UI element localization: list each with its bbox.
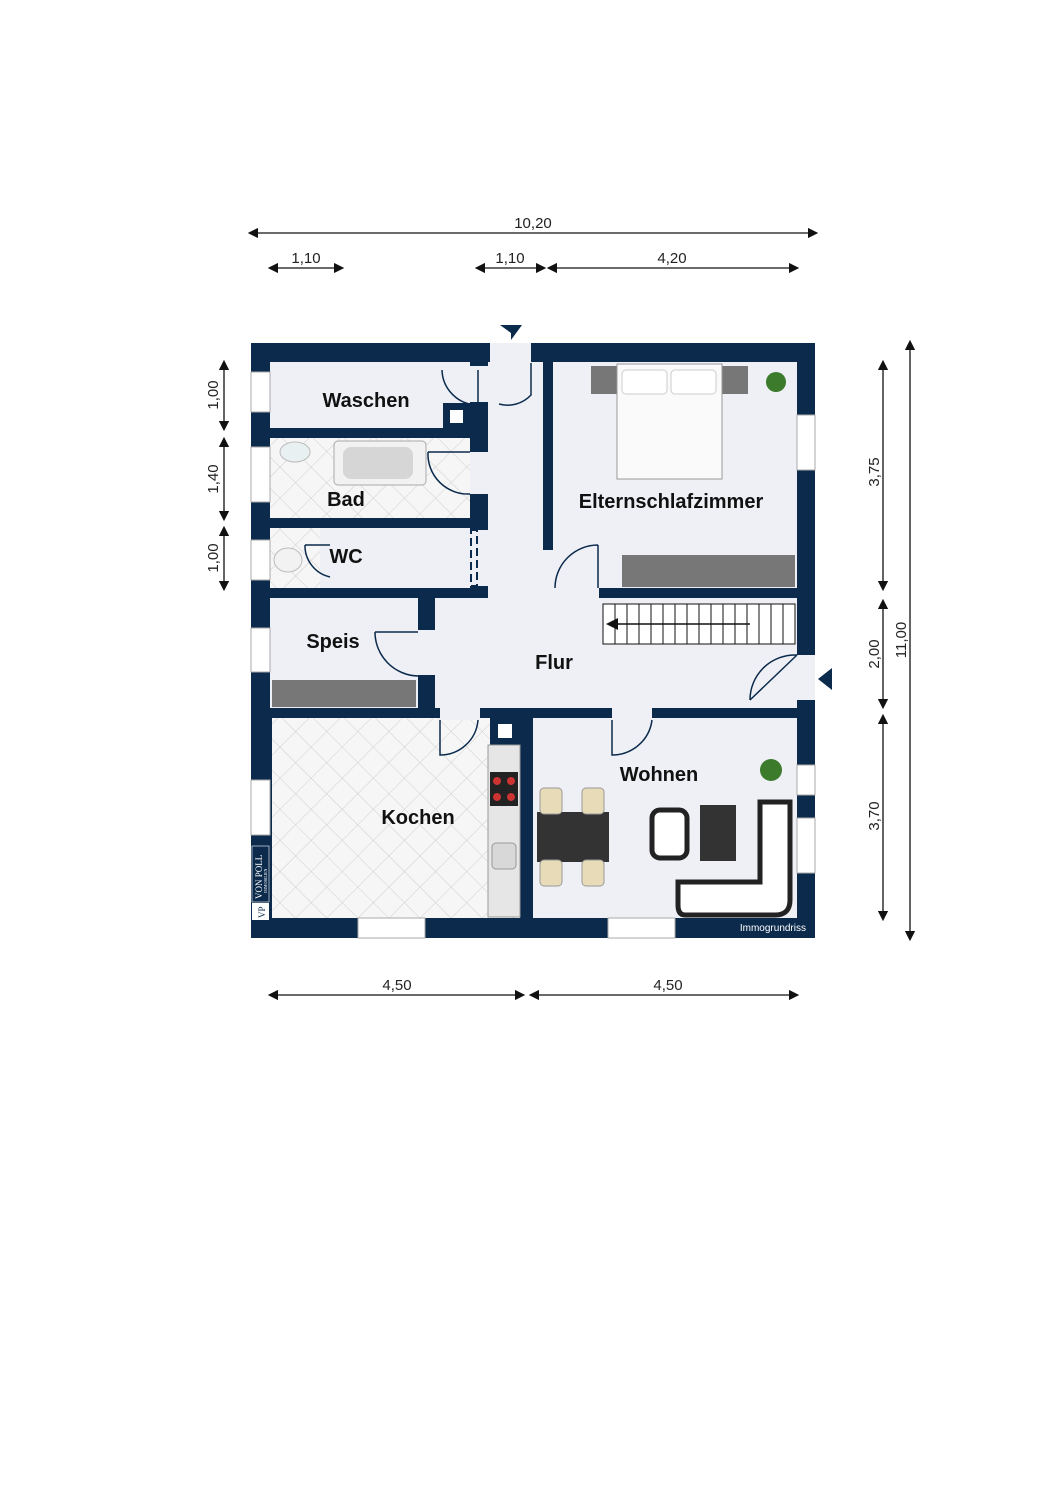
logo-mark: VP — [257, 906, 267, 918]
bathtub-inner — [343, 447, 413, 479]
dimension-labels: 10,20 1,10 1,10 4,20 1,00 1,40 1,00 3,75… — [205, 215, 910, 994]
room-label-kochen: Kochen — [381, 807, 454, 829]
dim-left-c: 1,00 — [205, 543, 222, 572]
nightstand-right — [720, 366, 748, 394]
door-swing-entrance — [498, 363, 532, 406]
window — [250, 539, 271, 581]
toilet-icon — [273, 547, 303, 573]
logo-mark-box — [252, 903, 269, 920]
room-label-wohnen: Wohnen — [620, 764, 699, 786]
wardrobe-speis — [272, 680, 416, 707]
window — [250, 627, 271, 673]
window — [796, 817, 816, 874]
room-label-elternschlafzimmer: Elternschlafzimmer — [579, 491, 764, 513]
sink-icon — [491, 842, 517, 870]
window — [796, 414, 816, 471]
logo-name: VON POLL — [254, 855, 264, 899]
door-swing-eltern — [554, 544, 599, 589]
floor-flur-gap — [543, 588, 599, 600]
dim-right-c: 3,70 — [866, 801, 883, 830]
pillow — [670, 369, 717, 395]
dim-bottom-a: 4,50 — [382, 977, 411, 994]
chimney-waschen-flue — [450, 410, 463, 423]
kitchen-counter — [487, 744, 521, 918]
window — [250, 446, 271, 503]
logo-box — [251, 845, 270, 903]
room-label-waschen: Waschen — [322, 390, 409, 412]
door-swing-bad — [427, 451, 471, 495]
door-swing-entrance-right — [749, 654, 798, 701]
washbasin-icon — [279, 441, 311, 463]
door-opening-bad — [470, 452, 490, 494]
room-label-flur: Flur — [535, 652, 573, 674]
window — [250, 779, 271, 836]
entrance-arrow-top-icon — [500, 325, 522, 340]
floor-kochen — [272, 718, 520, 918]
dim-left-b: 1,40 — [205, 464, 222, 493]
door-opening-waschen — [440, 366, 490, 402]
room-label-speis: Speis — [306, 631, 359, 653]
dim-right-total: 11,00 — [893, 622, 910, 658]
room-label-bad: Bad — [327, 489, 365, 511]
wardrobe-eltern — [622, 555, 795, 587]
dim-right-b: 2,00 — [866, 639, 883, 668]
room-label-wc: WC — [329, 546, 362, 568]
furniture — [272, 363, 796, 918]
dining-chairs — [539, 787, 605, 887]
dim-bottom-b: 4,50 — [653, 977, 682, 994]
plant-icon — [766, 372, 786, 392]
door-opening-wc — [468, 530, 490, 586]
dim-top-b: 1,10 — [495, 250, 524, 267]
stove-icon — [490, 772, 518, 806]
window — [796, 764, 816, 796]
door-swings — [304, 363, 798, 756]
window — [250, 371, 271, 413]
door-opening-eltern — [543, 550, 555, 590]
stove-burners — [493, 777, 515, 801]
door-opening-speis — [416, 630, 438, 675]
dim-top-total: 10,20 — [514, 215, 552, 232]
credit-text: Immogrundriss — [740, 923, 806, 934]
dining-table — [537, 812, 609, 862]
dim-top-c: 4,20 — [657, 250, 686, 267]
logo-sub: IMMOBILIEN — [263, 868, 268, 893]
door-opening-entrance-top — [490, 343, 531, 363]
dim-right-a: 3,75 — [866, 457, 883, 486]
armchair-icon — [649, 807, 690, 861]
floor-corridor — [488, 362, 543, 608]
entrance-arrow-right-icon — [818, 668, 832, 690]
door-swing-waschen — [441, 369, 479, 406]
pillow — [621, 369, 668, 395]
wc-sliding-partition — [470, 529, 478, 587]
dimension-lines — [218, 227, 916, 1001]
plant-icon — [760, 759, 782, 781]
chimney-kochen-flue — [498, 724, 512, 738]
dim-top-a: 1,10 — [291, 250, 320, 267]
coffee-table — [700, 805, 736, 861]
windows — [250, 371, 816, 939]
door-swing-kochen — [439, 719, 479, 756]
door-opening-wohnen — [612, 706, 652, 720]
window — [357, 917, 426, 939]
door-opening-entrance-right — [795, 655, 815, 700]
room-labels: Waschen Bad WC Elternschlafzimmer Speis … — [306, 390, 763, 829]
sofa-icon — [675, 799, 793, 918]
dim-left-a: 1,00 — [205, 380, 222, 409]
door-swing-wohnen — [611, 719, 653, 756]
door-swing-wc — [304, 544, 331, 578]
nightstand-left — [591, 366, 619, 394]
door-swing-speis — [374, 631, 419, 677]
window — [607, 917, 676, 939]
door-opening-kochen — [440, 706, 480, 720]
floor-waschen — [270, 362, 470, 428]
